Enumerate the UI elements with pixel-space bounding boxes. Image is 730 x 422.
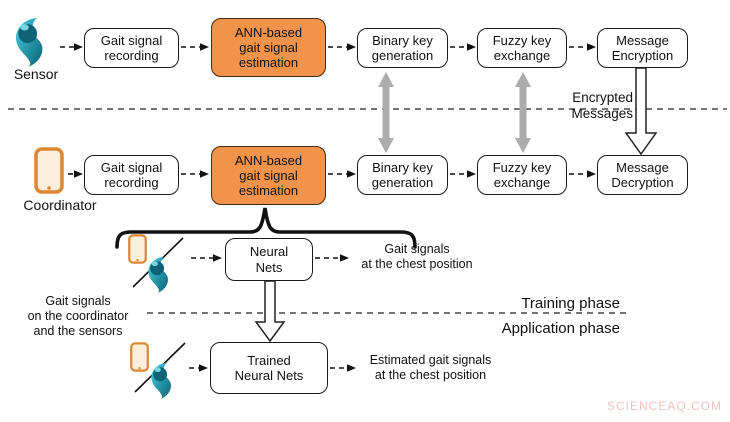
phone-icon [128,234,147,264]
training-phase-label: Training phase [521,295,620,312]
node-fuzzy-key-exchange-coordinator: Fuzzy key exchange [477,155,567,195]
sensor-icon [15,18,43,67]
node-message-decryption: Message Decryption [597,155,688,195]
node-ann-estimation-sensor: ANN-based gait signal estimation [211,18,326,77]
key-sync-arrow [378,72,531,153]
coordinator-label: Coordinator [23,197,97,213]
phone-icon [130,342,149,372]
application-phase-label: Application phase [501,320,620,337]
training-to-application-arrow [254,280,286,343]
sensor-label: Sensor [13,66,59,82]
phone-icon [34,147,64,194]
training-input-label: Gait signals on the coordinator and the … [27,294,129,338]
sensor-icon [151,362,171,399]
node-gait-recording-coordinator: Gait signal recording [84,155,179,195]
node-fuzzy-key-exchange-sensor: Fuzzy key exchange [477,28,567,68]
node-binary-key-generation-coordinator: Binary key generation [357,155,448,195]
training-output-label: Gait signals at the chest position [361,242,473,271]
sensor-icon [148,256,168,293]
node-gait-recording-sensor: Gait signal recording [84,28,179,68]
node-ann-estimation-coordinator: ANN-based gait signal estimation [211,146,326,205]
node-neural-nets: Neural Nets [225,238,313,281]
dashed-flow-arrows [60,46,587,369]
node-message-encryption: Message Encryption [597,28,688,68]
node-trained-neural-nets: Trained Neural Nets [210,342,328,394]
watermark: SCIENCEAQ.COM [606,399,722,413]
brace [115,207,417,249]
application-output-label: Estimated gait signals at the chest posi… [369,353,492,382]
flow-arrowheads [74,43,596,372]
encrypted-message-down-arrow [624,67,658,156]
encrypted-messages-label: Encrypted Messages [571,90,633,122]
node-binary-key-generation-sensor: Binary key generation [357,28,448,68]
